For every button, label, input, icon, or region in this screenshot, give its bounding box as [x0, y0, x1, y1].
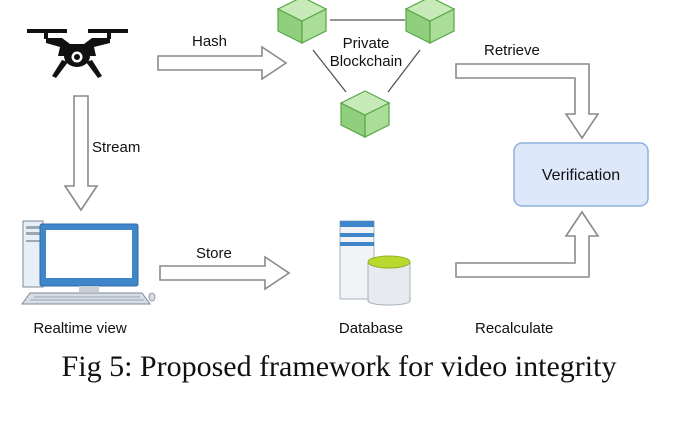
recalculate-label: Recalculate [475, 320, 553, 337]
store-arrow [159, 255, 291, 291]
hash-arrow [157, 45, 288, 81]
blockchain-cube-icon [276, 0, 328, 44]
retrieve-label: Retrieve [484, 42, 540, 59]
realtime-view-label: Realtime view [33, 320, 127, 337]
figure-caption: Fig 5: Proposed framework for video inte… [61, 350, 617, 383]
database-label: Database [339, 320, 403, 337]
database-icon [339, 220, 411, 306]
retrieve-arrow [455, 63, 600, 140]
store-label: Store [196, 245, 232, 262]
verification-label: Verification [542, 167, 620, 184]
blockchain-cube-icon [339, 90, 391, 138]
private-label: Private [343, 35, 390, 52]
recalculate-arrow [455, 210, 600, 278]
computer-icon [21, 220, 156, 305]
hash-label: Hash [192, 33, 227, 50]
stream-label: Stream [92, 139, 140, 156]
verification-box: Verification [513, 142, 649, 207]
private-blockchain: Private Blockchain [276, 0, 456, 138]
blockchain-label: Blockchain [330, 53, 403, 70]
blockchain-cube-icon [404, 0, 456, 44]
drone-icon [27, 29, 128, 78]
stream-arrow [63, 95, 99, 212]
